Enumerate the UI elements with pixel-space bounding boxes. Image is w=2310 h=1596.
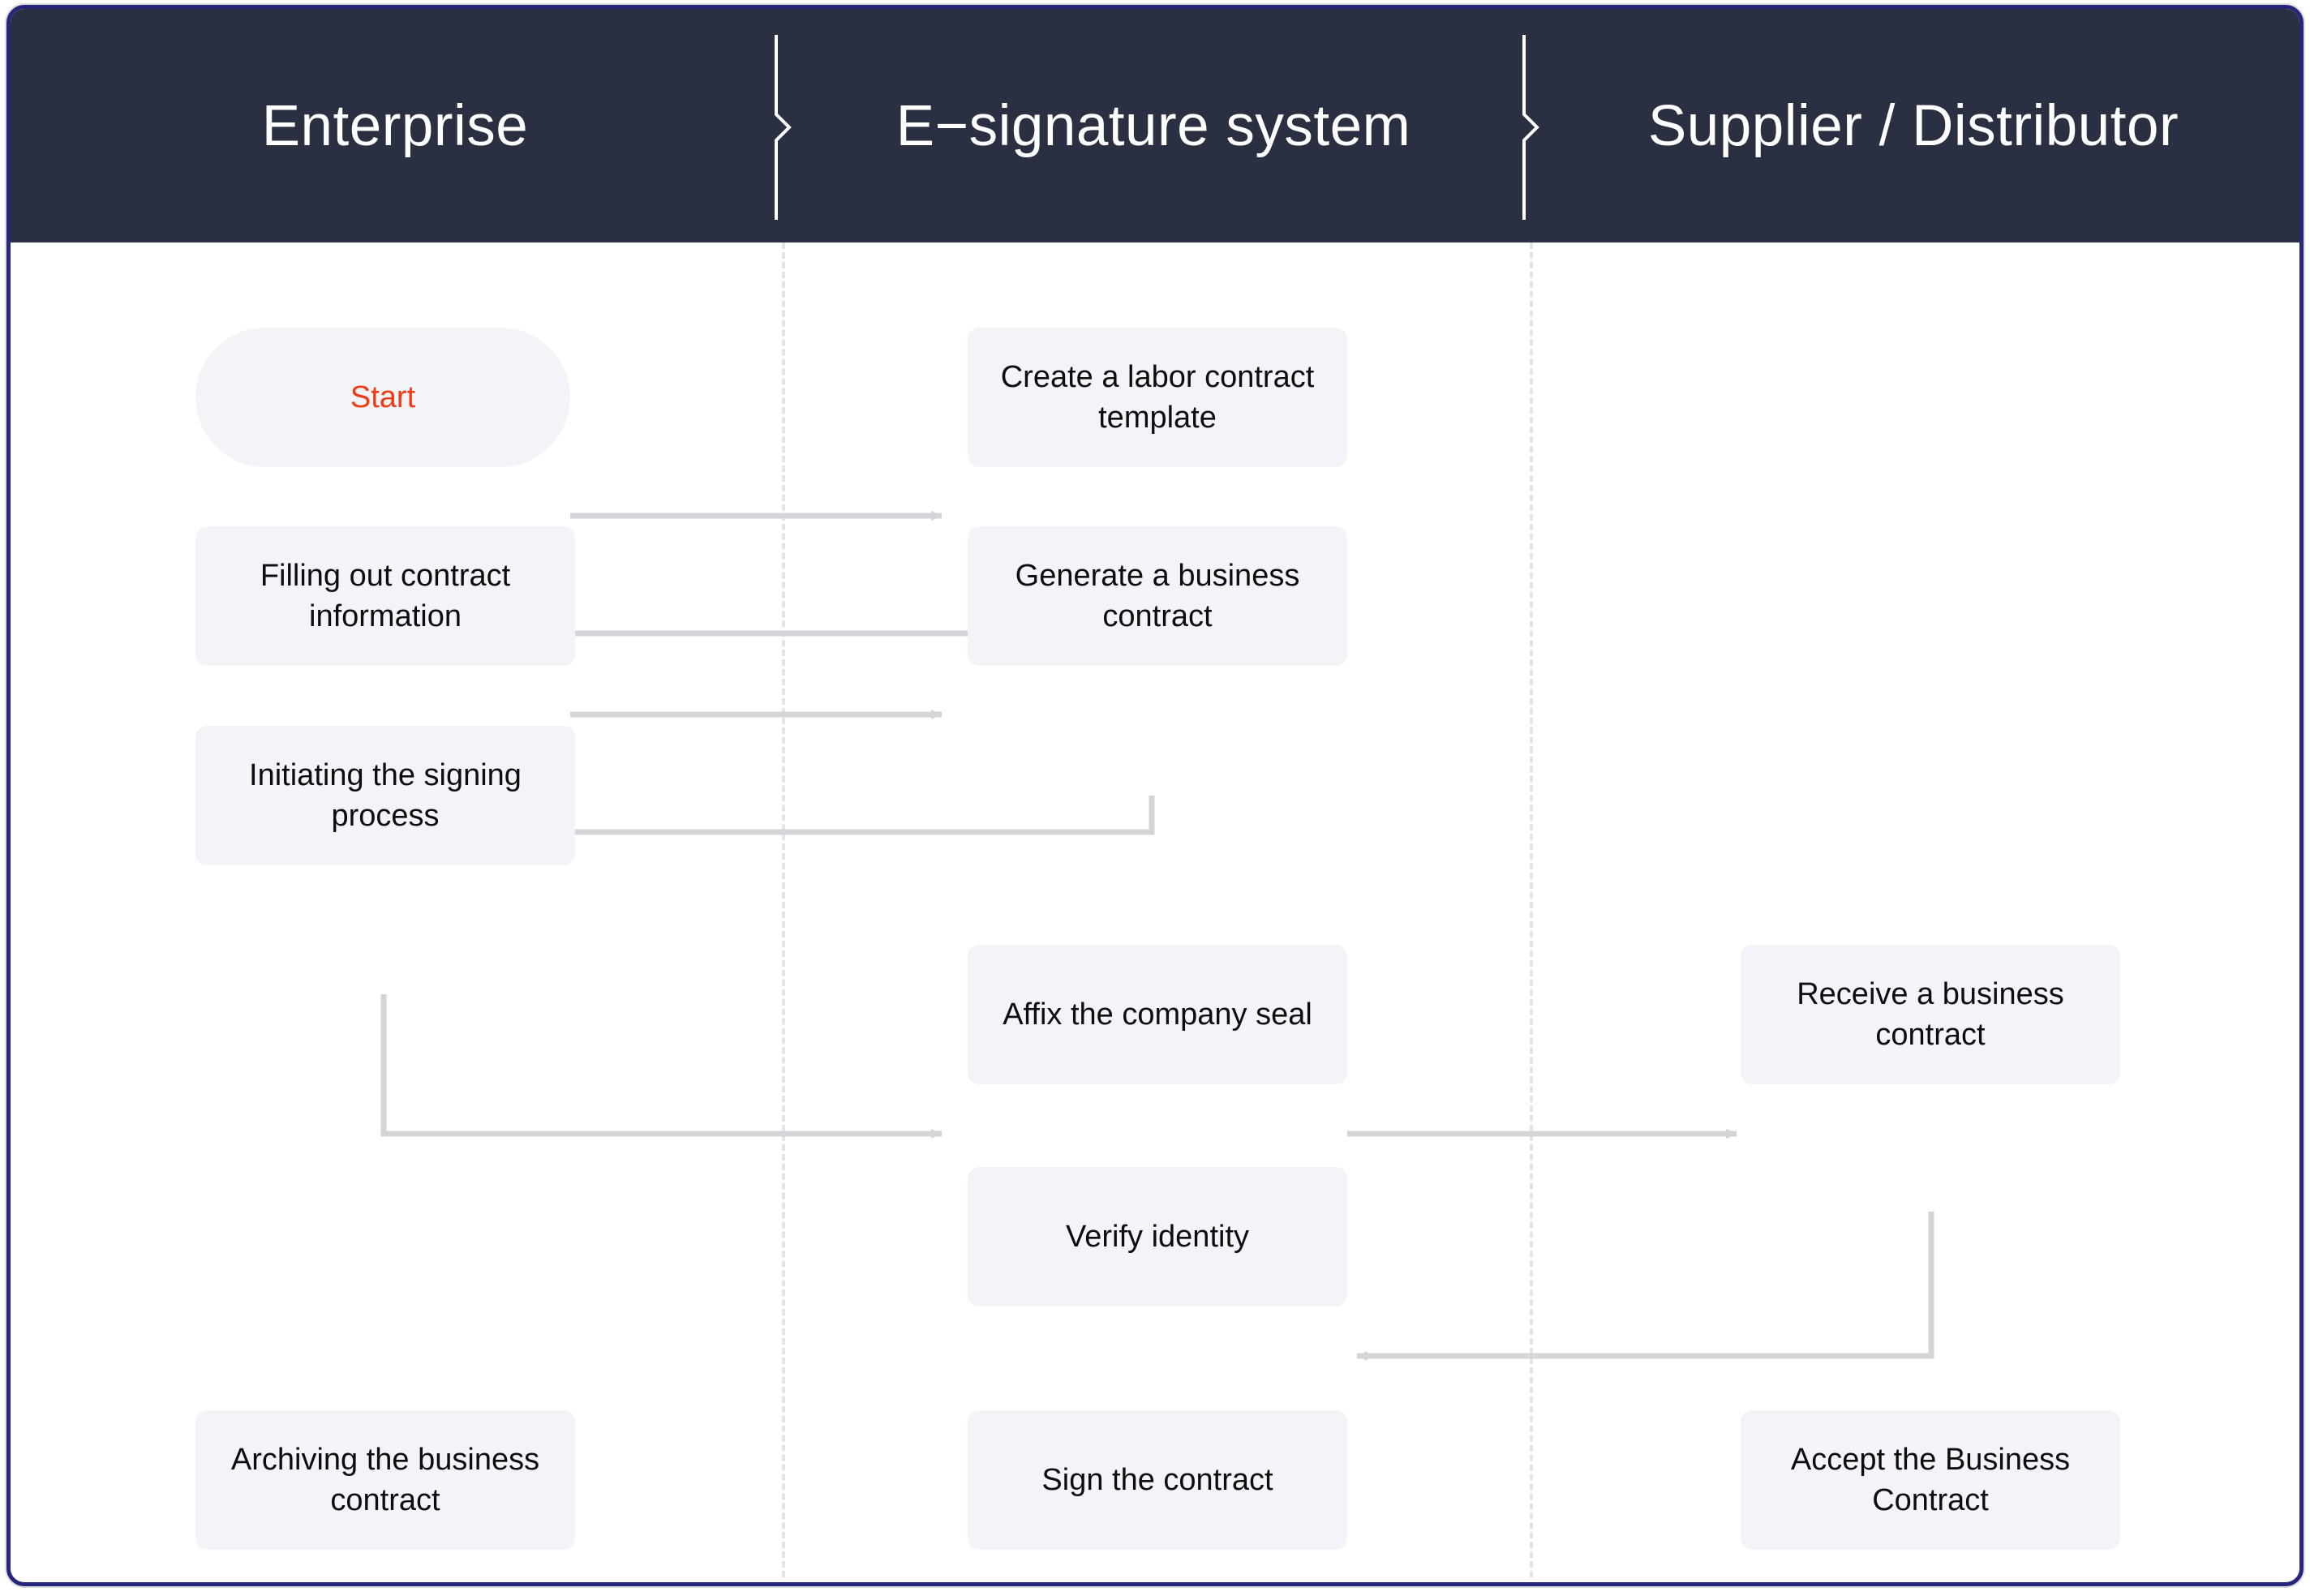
swimlane-body: Start Create a labor contract template F… — [11, 242, 2299, 1577]
lane-header-supplier-distributor: Supplier / Distributor — [1647, 93, 2179, 158]
node-sign-the-contract[interactable]: Sign the contract — [968, 1410, 1347, 1550]
node-receive-business-contract[interactable]: Receive a business contract — [1741, 945, 2120, 1084]
node-filling-out-contract-information[interactable]: Filling out contract information — [195, 526, 575, 666]
lane-divider-1 — [782, 242, 785, 1577]
edge-receive-to-verify — [1356, 1212, 1934, 1361]
lane-divider-2 — [1530, 242, 1533, 1577]
edge-initiate-to-seal — [380, 994, 942, 1139]
node-create-labor-contract-template[interactable]: Create a labor contract template — [968, 328, 1347, 467]
diagram-frame: Enterprise E−signature system Supplier /… — [6, 5, 2304, 1586]
node-verify-identity[interactable]: Verify identity — [968, 1167, 1347, 1306]
node-affix-company-seal[interactable]: Affix the company seal — [968, 945, 1347, 1084]
node-generate-business-contract[interactable]: Generate a business contract — [968, 526, 1347, 666]
node-start[interactable]: Start — [195, 328, 570, 467]
lane-header-enterprise: Enterprise — [261, 93, 529, 158]
node-accept-business-contract[interactable]: Accept the Business Contract — [1741, 1410, 2120, 1550]
node-initiating-signing-process[interactable]: Initiating the signing process — [195, 726, 575, 865]
node-archiving-business-contract[interactable]: Archiving the business contract — [195, 1410, 575, 1550]
lane-header-esignature-system: E−signature system — [895, 93, 1411, 158]
swimlane-header-bar: Enterprise E−signature system Supplier /… — [11, 9, 2299, 242]
